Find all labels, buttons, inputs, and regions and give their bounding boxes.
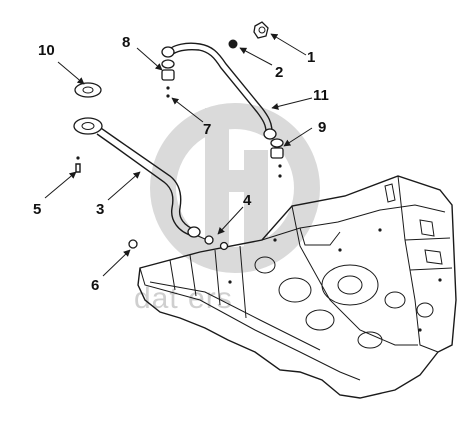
leader-11 — [271, 97, 313, 110]
leader-8 — [136, 47, 163, 71]
leader-5 — [44, 171, 77, 199]
callout-numbers: 1 2 3 4 5 6 7 8 9 10 11 — [33, 34, 329, 294]
leader-6 — [102, 249, 131, 277]
leader-1 — [270, 33, 307, 56]
watermark-logo — [150, 103, 320, 273]
leader-9 — [283, 127, 313, 147]
callout-1: 1 — [307, 49, 315, 66]
callout-6: 6 — [91, 277, 99, 294]
callout-7: 7 — [203, 121, 211, 138]
fitting-8 — [161, 59, 175, 98]
leader-3 — [107, 171, 141, 201]
oring-6 — [128, 239, 138, 249]
callout-3: 3 — [96, 201, 104, 218]
tube-11 — [161, 42, 277, 140]
callout-8: 8 — [122, 34, 130, 51]
leader-7 — [171, 97, 204, 123]
bolt-5 — [75, 156, 81, 173]
callout-4: 4 — [243, 192, 252, 209]
tube-3 — [73, 117, 201, 238]
callout-11: 11 — [313, 87, 329, 104]
callout-10: 10 — [38, 42, 55, 59]
engine-block — [137, 175, 457, 399]
oring-4 — [197, 235, 229, 251]
fitting-9 — [270, 138, 284, 178]
callout-5: 5 — [33, 201, 41, 218]
washer-2 — [228, 39, 238, 49]
leader-4 — [217, 206, 244, 235]
callout-9: 9 — [318, 119, 326, 136]
fitting-1 — [253, 21, 269, 39]
leader-10 — [57, 61, 85, 85]
leader-lines — [44, 33, 313, 277]
gasket-10 — [74, 82, 102, 98]
callout-2: 2 — [275, 64, 283, 81]
leader-2 — [239, 47, 273, 66]
